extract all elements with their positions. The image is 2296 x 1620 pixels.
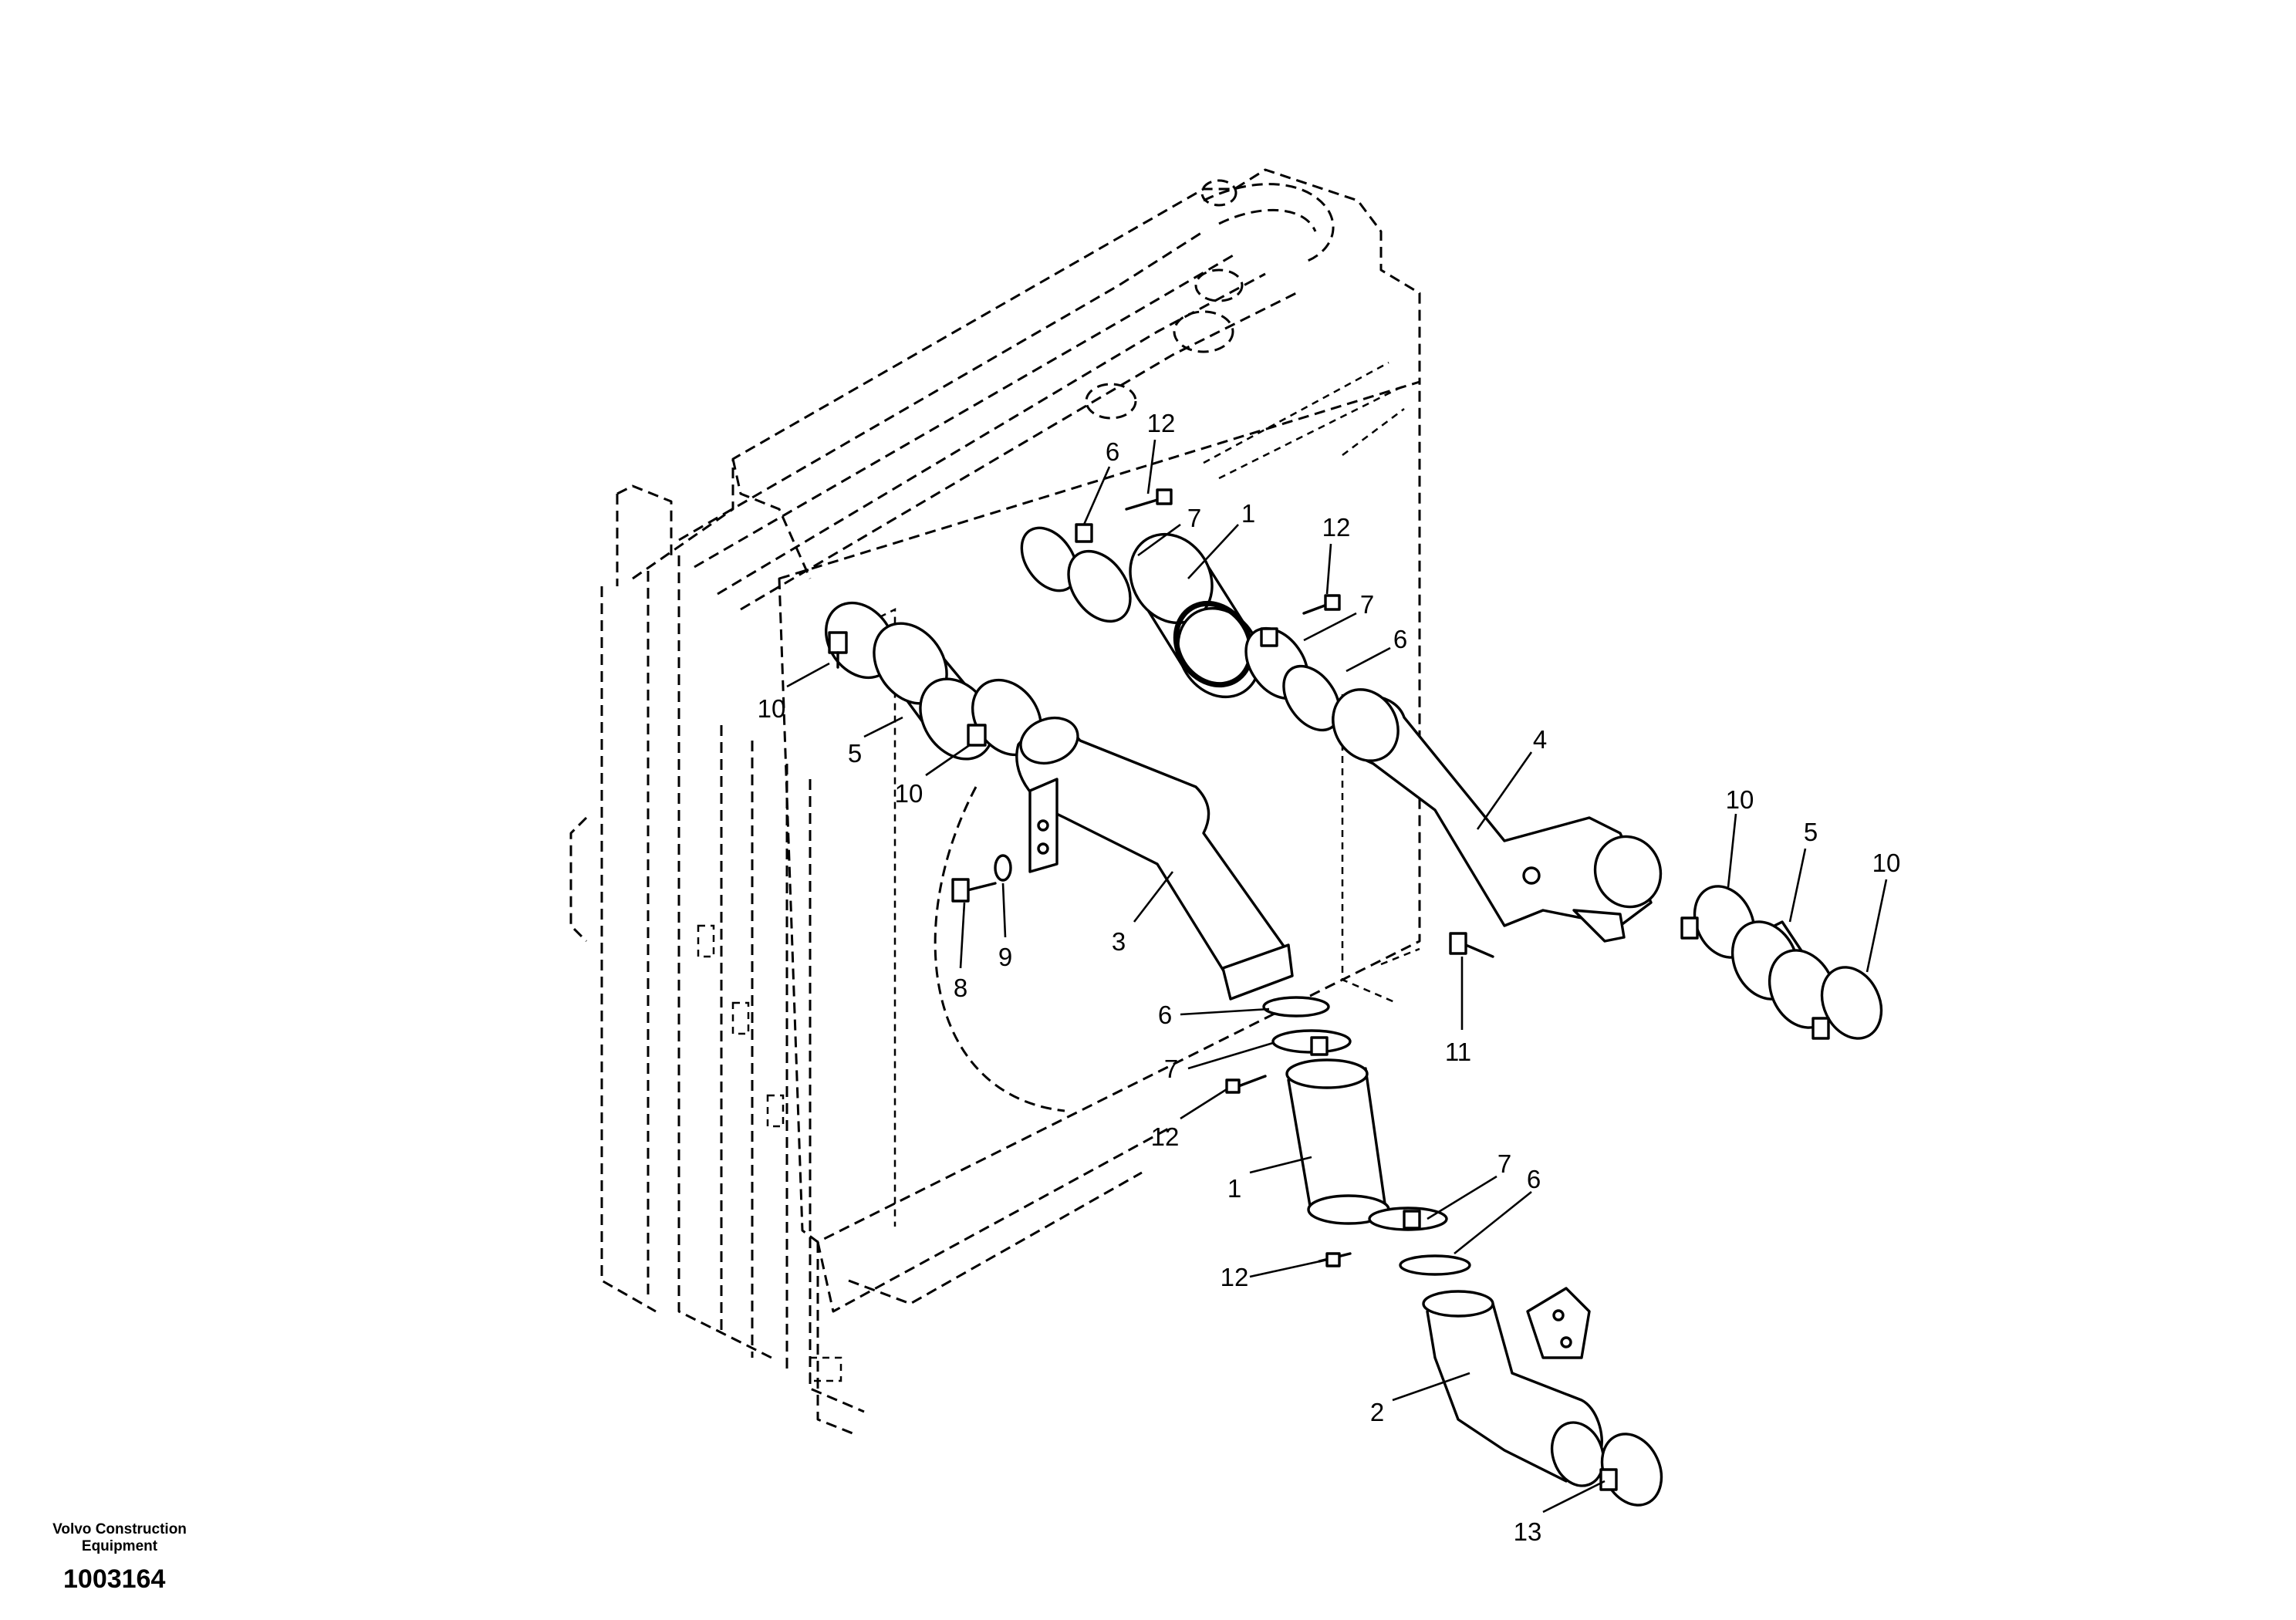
- callout-12-mid: 12: [1322, 513, 1351, 542]
- bolt-8: [951, 878, 997, 903]
- bolt-12-mid: [1302, 594, 1341, 615]
- bolt-12-lower-a: [1225, 1075, 1267, 1094]
- callout-9: 9: [998, 943, 1012, 971]
- callout-12-lower-a: 12: [1151, 1122, 1180, 1151]
- clamp-7-upper: [1067, 523, 1132, 623]
- callout-7-upper: 7: [1187, 504, 1201, 532]
- callout-3: 3: [1112, 927, 1126, 956]
- bolt-11: [1449, 932, 1494, 958]
- callout-8: 8: [954, 974, 967, 1002]
- callout-1-lower: 1: [1227, 1174, 1241, 1203]
- callout-11: 11: [1445, 1038, 1471, 1066]
- callout-5-left: 5: [848, 739, 862, 768]
- callout-10-mid-left: 10: [895, 779, 923, 808]
- o-ring-6-lower-a: [1262, 996, 1330, 1018]
- callout-7-lower-b: 7: [1497, 1149, 1511, 1178]
- callout-2: 2: [1370, 1398, 1384, 1426]
- bolt-12-upper: [1125, 488, 1173, 511]
- pipe-3: [1015, 716, 1294, 1001]
- hose-clamp-10-right-b: [1811, 966, 1883, 1040]
- callout-13: 13: [1514, 1517, 1542, 1546]
- callout-5-right: 5: [1804, 818, 1818, 846]
- callout-6-upper: 6: [1106, 437, 1119, 466]
- callout-6-lower-b: 6: [1527, 1165, 1541, 1193]
- callout-6-mid: 6: [1393, 625, 1407, 653]
- callout-10-right-b: 10: [1872, 849, 1901, 877]
- callout-4: 4: [1533, 725, 1547, 754]
- callout-1-upper: 1: [1241, 499, 1255, 528]
- callout-7-mid: 7: [1360, 590, 1374, 619]
- hose-5-right: [1730, 920, 1837, 1029]
- tube-1-lower: [1285, 1058, 1390, 1225]
- o-ring-6-mid: [1282, 664, 1341, 732]
- washer-9: [994, 854, 1012, 882]
- pipe-2: [1422, 1287, 1606, 1487]
- callout-10-upper-left: 10: [758, 694, 786, 723]
- tube-1-upper: [1129, 532, 1261, 699]
- callout-labels: 6 12 7 1 12 7 6 10 5 10 4 10 5 10 3 8 9 …: [758, 409, 1901, 1546]
- callout-10-right-a: 10: [1726, 785, 1754, 814]
- pipe-4: [1332, 688, 1663, 943]
- o-ring-6-upper: [1020, 526, 1079, 592]
- callout-7-lower-a: 7: [1164, 1055, 1178, 1083]
- o-ring-6-lower-b: [1399, 1254, 1471, 1276]
- hose-clamp-13: [1599, 1433, 1663, 1507]
- callout-6-lower-a: 6: [1158, 1001, 1172, 1029]
- leader-lines: [786, 439, 1888, 1514]
- manufacturer-label: Volvo Construction Equipment: [52, 1521, 187, 1554]
- drawing-id: 1003164: [63, 1564, 166, 1594]
- bracket-pipe-3: [1028, 778, 1059, 873]
- clamp-7-lower-b: [1368, 1207, 1448, 1231]
- callout-12-upper: 12: [1147, 409, 1176, 437]
- callout-12-lower-b: 12: [1221, 1263, 1249, 1291]
- clamp-7-lower-a: [1271, 1029, 1352, 1056]
- radiator-assembly-phantom: [569, 168, 1421, 1436]
